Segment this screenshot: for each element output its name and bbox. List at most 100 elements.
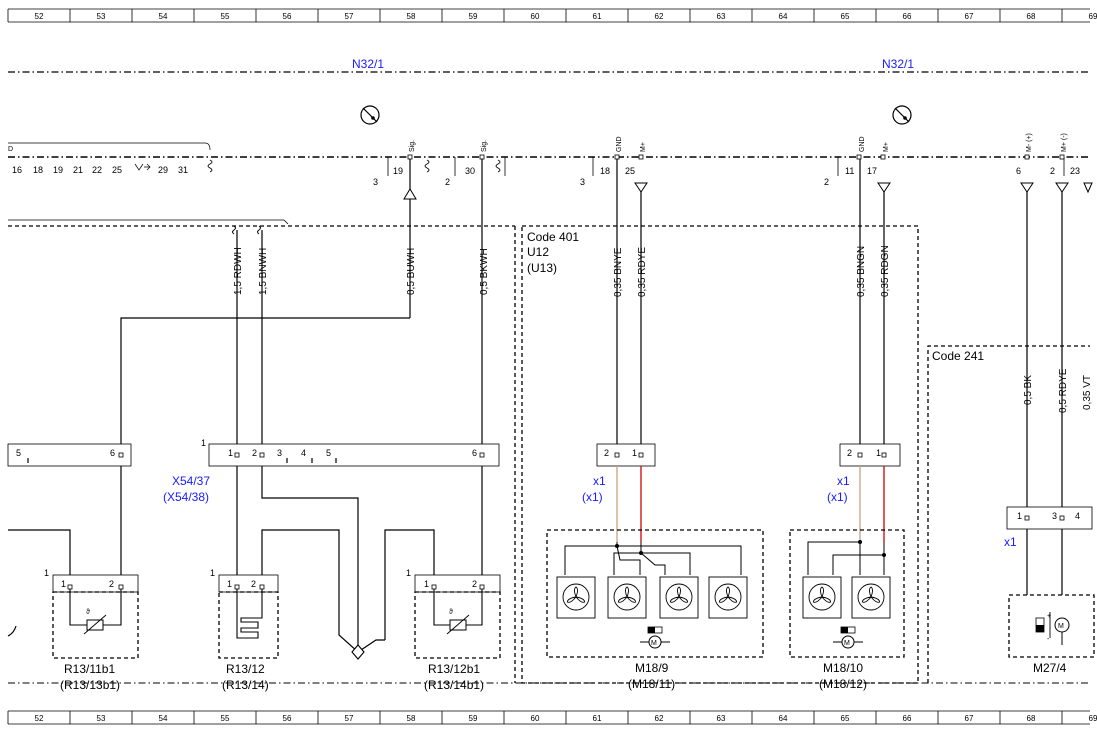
svg-text:M+: M+ [883, 142, 890, 152]
motor-icon: M [833, 626, 863, 649]
ruler-label: 60 [531, 12, 540, 21]
svg-text:23: 23 [1070, 166, 1080, 176]
strip-pin: 19 [53, 165, 63, 175]
fan-blade [727, 596, 738, 603]
ruler-label: 58 [407, 12, 416, 21]
connector-x1-a: 2 1 [596, 443, 656, 467]
fan-blade [669, 596, 680, 603]
svg-text:2: 2 [251, 579, 256, 589]
m27-4-label: M27/4 [1033, 661, 1067, 675]
r13-14-label: (R13/14) [222, 678, 269, 692]
svg-text:1: 1 [632, 448, 637, 458]
fan-blade [677, 586, 681, 598]
fan-blade [726, 586, 730, 598]
connector-x1-c: 1 3 4 [1006, 506, 1093, 530]
fan-blade [870, 596, 881, 603]
svg-text:M+ (-): M+ (-) [1061, 133, 1068, 152]
svg-text:3: 3 [373, 177, 378, 187]
ruler-label: 57 [345, 714, 354, 723]
lower-wires [7, 466, 1063, 653]
svg-text:2: 2 [847, 448, 852, 458]
svg-text:18: 18 [600, 166, 610, 176]
pin-group-18-25: 18 25 3 GND M+ [580, 136, 647, 187]
m18-11-label: (M18/11) [628, 677, 675, 691]
ruler-label: 69 [1089, 714, 1097, 723]
fan-blade [575, 596, 586, 603]
svg-text:4: 4 [1075, 511, 1080, 521]
svg-text:30: 30 [465, 166, 475, 176]
r13-11b1-label: R13/11b1 [64, 662, 115, 676]
ruler-label: 57 [345, 12, 354, 21]
svg-text:1,5 BNWH: 1,5 BNWH [258, 248, 269, 295]
splice-diamond-icon [351, 644, 365, 660]
svg-text:6: 6 [1016, 166, 1021, 176]
connector-x54: 1 1 2 3 4 5 6 [201, 438, 500, 467]
svg-text:D: D [8, 146, 13, 153]
x54-alt: (X54/38) [163, 490, 209, 504]
module-label-left: N32/1 [352, 57, 384, 71]
ruler-label: 59 [469, 714, 478, 723]
left-pin-strip: D 16 18 19 21 22 25 29 31 [8, 142, 213, 175]
svg-text:M+: M+ [640, 142, 647, 152]
svg-text:0,35 RDGN: 0,35 RDGN [880, 245, 891, 297]
colored-wires [616, 466, 885, 542]
ruler-label: 63 [717, 12, 726, 21]
svg-text:ϑ: ϑ [449, 609, 453, 616]
fan-blade [626, 596, 637, 603]
x1b-name: x1 [837, 474, 850, 488]
svg-text:6: 6 [472, 448, 477, 458]
fan-blade-ring [714, 583, 742, 611]
fan-module-m18-9: M [546, 529, 764, 658]
m18-12-label: (M18/12) [819, 677, 867, 691]
svg-text:1: 1 [44, 568, 49, 578]
fan-blade [869, 586, 873, 598]
svg-text:GND: GND [616, 136, 623, 152]
svg-text:0,5 BKWH: 0,5 BKWH [479, 248, 490, 295]
svg-text:0,35 BNYE: 0,35 BNYE [613, 247, 624, 297]
fan-blade [625, 586, 629, 598]
ruler-label: 68 [1027, 12, 1036, 21]
wire-labels: 1,5 RDWH 1,5 BNWH 0,5 BUWH 0,5 BKWH 0,35… [233, 245, 1093, 413]
svg-text:M- (+): M- (+) [1026, 133, 1033, 152]
ruler-label: 66 [903, 12, 912, 21]
fan-blade [812, 596, 823, 603]
module-label-right: N32/1 [882, 57, 914, 71]
pin-taps [407, 154, 1065, 160]
ground-symbol-icon [360, 105, 380, 125]
svg-text:4: 4 [301, 448, 306, 458]
svg-text:-: - [1047, 636, 1050, 643]
fan-blade [566, 596, 577, 603]
svg-text:3: 3 [277, 448, 282, 458]
connector-x1-b: 2 1 [839, 443, 901, 467]
harness-line [8, 219, 289, 225]
ruler-label: 68 [1027, 714, 1036, 723]
r13-13b1-label: (R13/13b1) [60, 678, 120, 692]
heater-element-icon [236, 589, 263, 639]
pin-group-11-17: 11 17 2 GND M+ [824, 136, 890, 187]
svg-text:0,5 BK: 0,5 BK [1023, 375, 1034, 405]
code-401-label: Code 401 [527, 230, 579, 244]
strip-pin: 31 [178, 165, 188, 175]
svg-text:1: 1 [406, 568, 411, 578]
svg-text:Sig.: Sig. [481, 140, 488, 152]
x1a-alt: (x1) [582, 490, 603, 504]
wires [120, 159, 1063, 517]
svg-text:M: M [844, 640, 850, 647]
m27-4-component: + - M [1008, 594, 1095, 658]
ruler-label: 61 [593, 12, 602, 21]
svg-text:0,35 BNGN: 0,35 BNGN [856, 246, 867, 297]
fan-blade [718, 596, 729, 603]
code-241-label: Code 241 [932, 349, 984, 363]
ruler-label: 54 [159, 714, 168, 723]
svg-text:2: 2 [472, 579, 477, 589]
ruler-label: 65 [841, 12, 850, 21]
direction-arrows [403, 182, 1093, 200]
ruler-label: 64 [779, 714, 788, 723]
ruler-label: 53 [97, 12, 106, 21]
svg-text:17: 17 [867, 166, 877, 176]
ruler-label: 55 [221, 714, 230, 723]
strip-pin: 29 [158, 165, 168, 175]
svg-text:+: + [1047, 613, 1051, 620]
ruler-label: 59 [469, 12, 478, 21]
